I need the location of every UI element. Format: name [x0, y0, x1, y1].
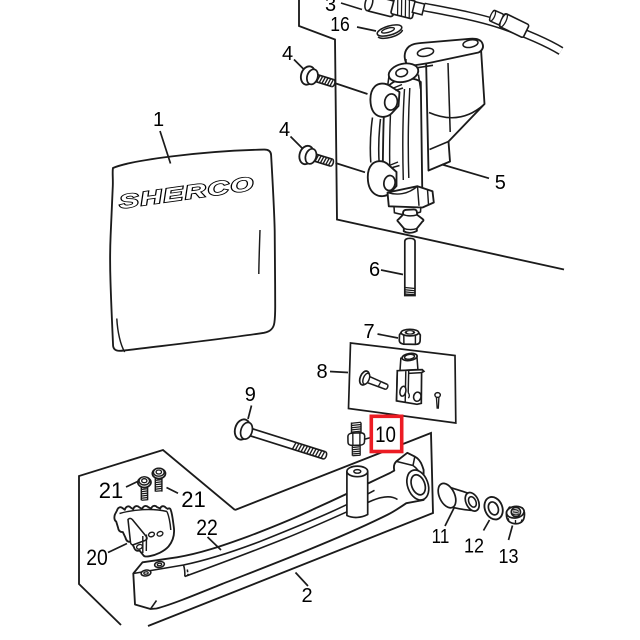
svg-text:1: 1	[153, 109, 164, 131]
svg-text:12: 12	[464, 536, 484, 558]
svg-text:13: 13	[498, 546, 518, 568]
svg-text:16: 16	[330, 13, 350, 35]
svg-text:22: 22	[196, 516, 218, 540]
svg-text:6: 6	[369, 259, 380, 281]
svg-text:4: 4	[279, 119, 290, 141]
svg-text:4: 4	[282, 43, 293, 65]
svg-text:2: 2	[301, 585, 312, 607]
svg-text:10: 10	[375, 424, 396, 448]
svg-text:11: 11	[432, 525, 450, 548]
svg-text:5: 5	[495, 172, 506, 194]
svg-text:9: 9	[245, 384, 256, 406]
svg-text:21: 21	[181, 487, 205, 512]
svg-text:21: 21	[99, 478, 123, 503]
svg-text:7: 7	[363, 321, 374, 343]
svg-text:3: 3	[325, 0, 336, 16]
svg-text:8: 8	[316, 361, 327, 383]
svg-text:20: 20	[86, 546, 108, 570]
